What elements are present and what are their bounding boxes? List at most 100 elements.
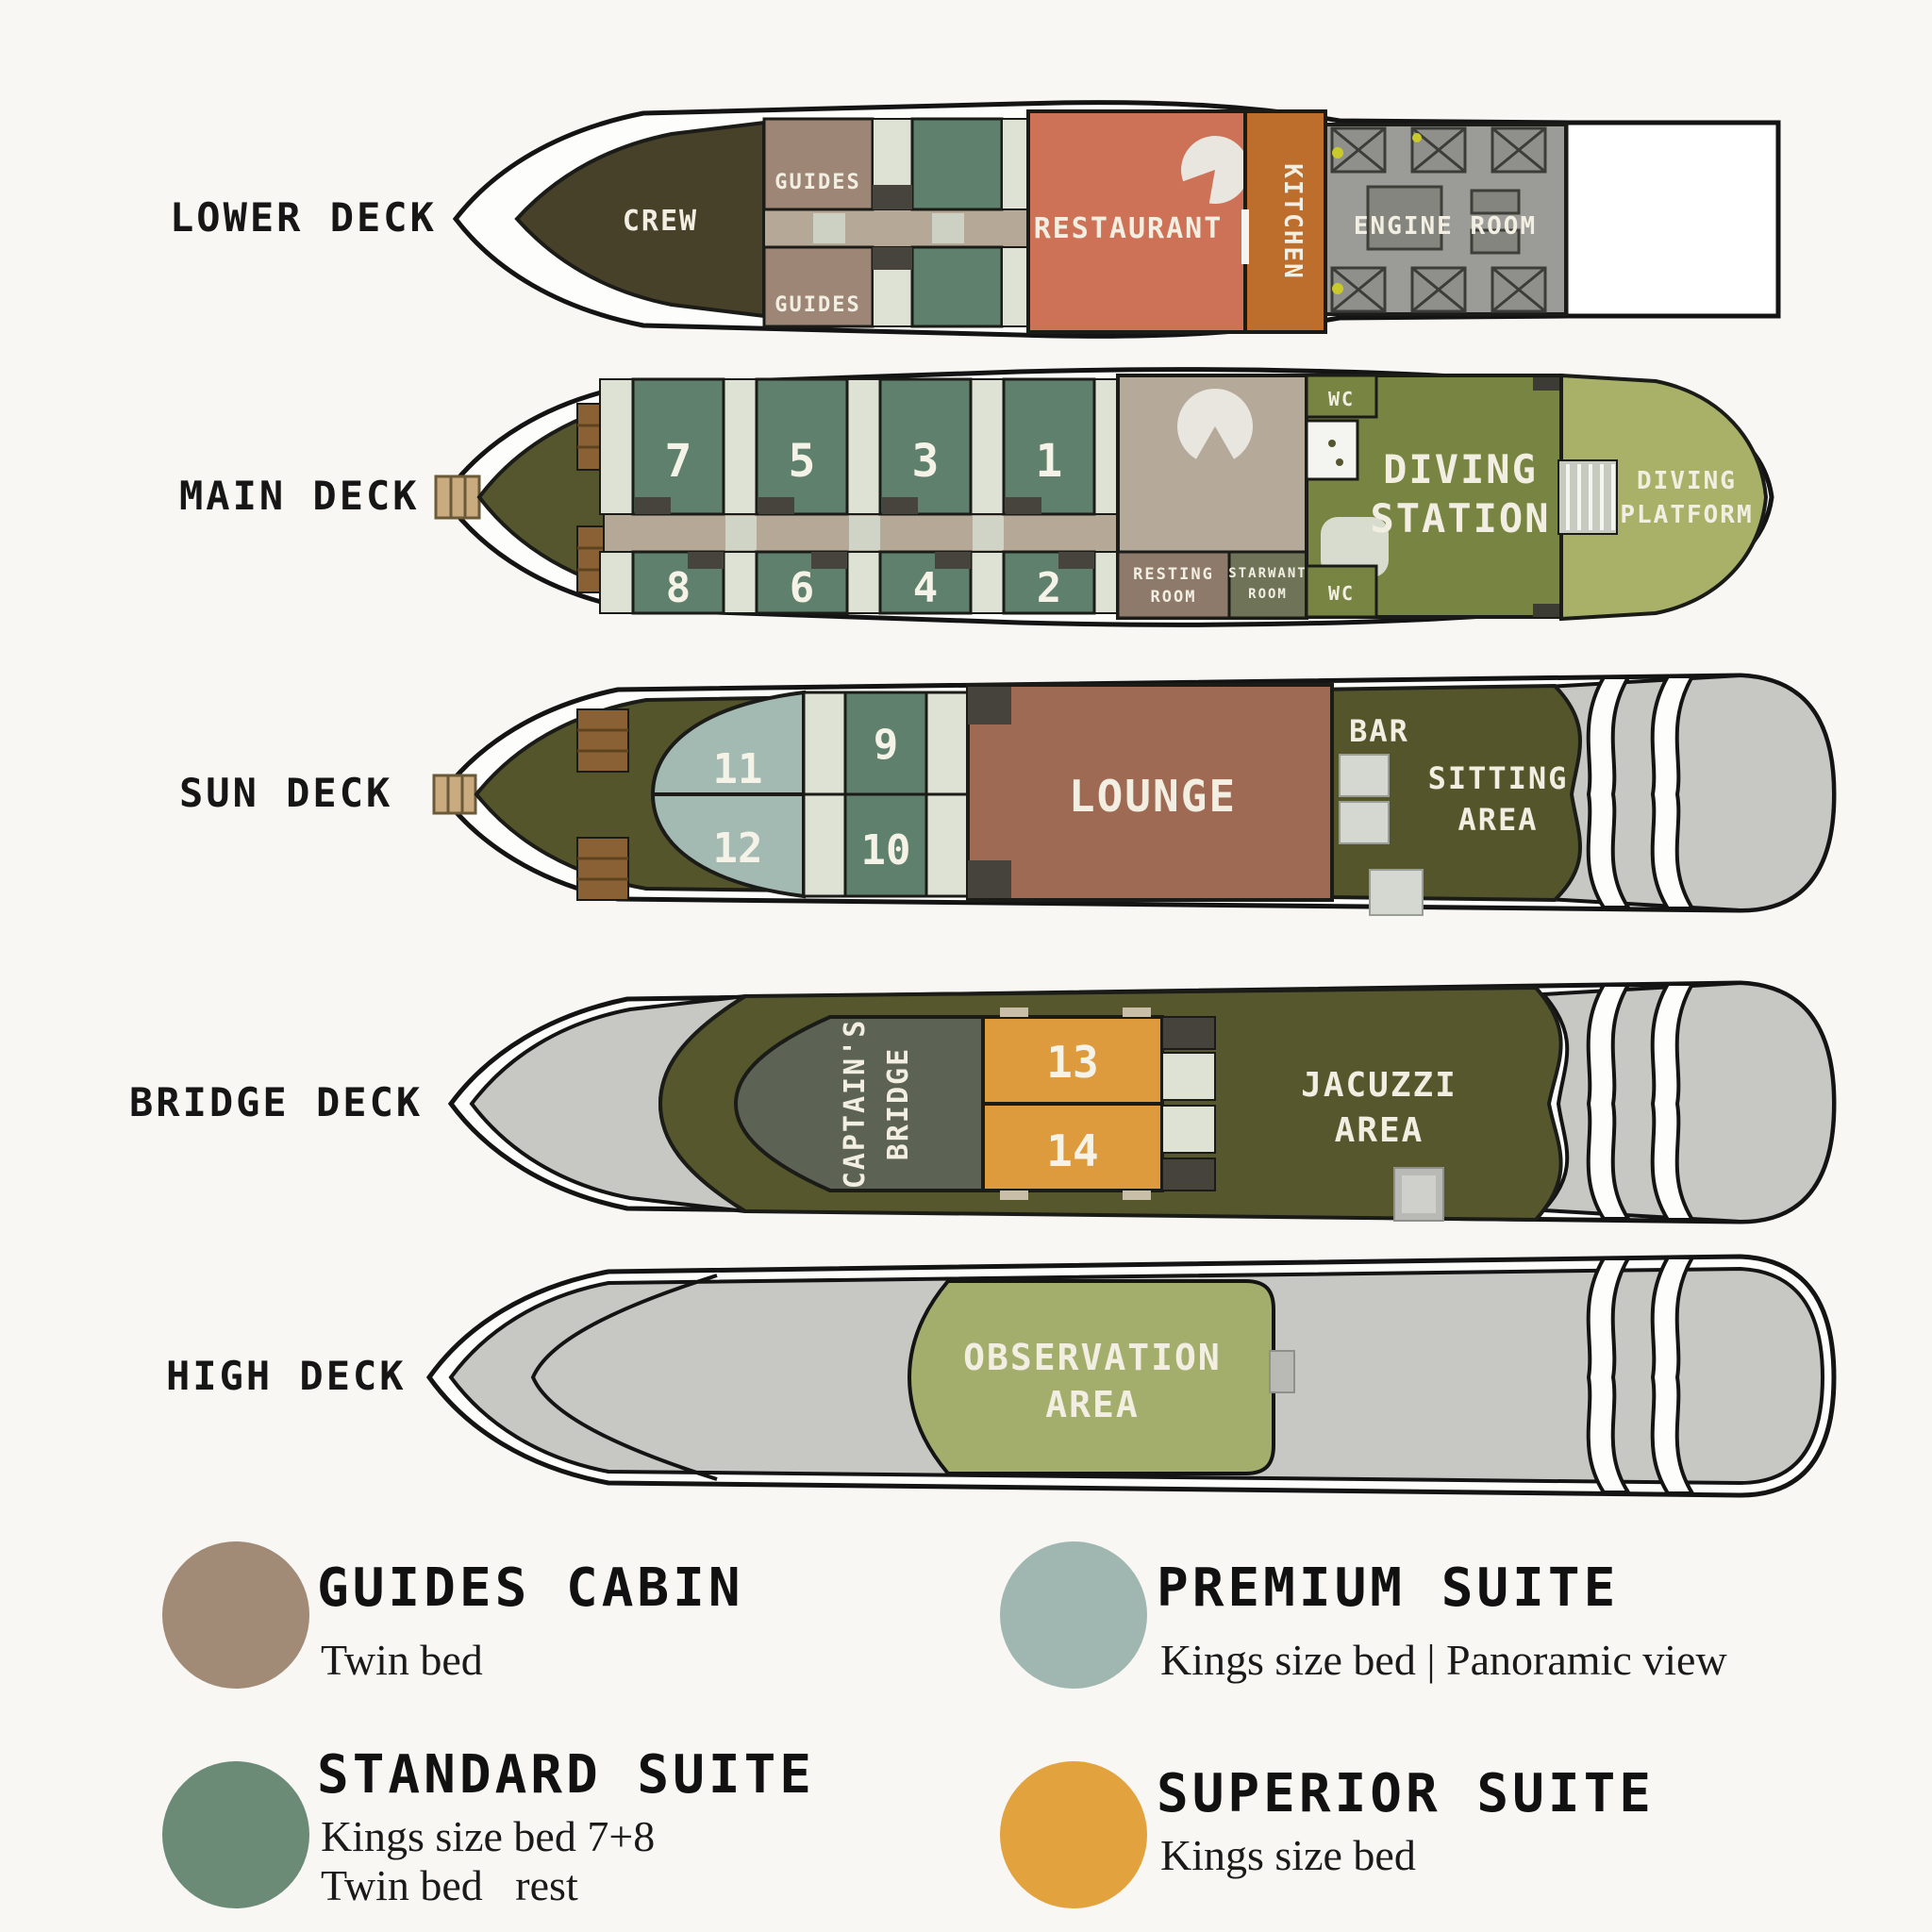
corridor-cell [973,516,1004,550]
stern-white-band [1650,982,1696,1222]
wood-plank [576,708,629,773]
legend-swatch-superior [1000,1761,1147,1908]
deck-label-high: HIGH DECK [166,1353,407,1399]
wall-block [1161,1158,1216,1191]
corridor [763,208,1029,248]
lounge-label: LOUNGE [1069,771,1237,822]
cabin-5-label: 5 [789,435,816,488]
bathroom-cell [1093,378,1119,515]
sink-dot [1328,440,1336,447]
sink-room [1305,419,1359,481]
bathroom-cell [599,378,634,515]
engine-light [1332,283,1343,294]
utility-room-label-1: STARWANT [1228,566,1307,581]
deck-tab [1000,1191,1028,1200]
wood-plank [576,837,629,901]
cabin-8-label: 8 [666,564,691,612]
bathroom-cell [1001,118,1029,210]
legend-superior-desc: Kings size bed [1160,1831,1416,1879]
wall-block [1006,497,1041,514]
bathroom-cell [970,551,1005,614]
wc-fore [1305,374,1378,419]
table-icon [1181,136,1250,205]
cabin-13 [981,1015,1164,1106]
gear-rack [1321,517,1389,577]
high-deck: HIGH DECK OBSERVATION AREA [166,1254,1837,1498]
legend-swatch-standard [162,1761,309,1908]
cabin-2-label: 2 [1037,564,1062,612]
diving-platform-area [1559,373,1769,622]
bathroom-cell [1161,1052,1216,1101]
engine-block [1366,185,1443,251]
cabin-block: 7 5 3 1 8 6 4 2 [599,377,1119,615]
legend-standard-desc-2: Twin bed rest [321,1861,578,1909]
crew-cabin-cell [910,117,1004,211]
wall-block [811,552,847,569]
legend-standard-desc-1: Kings size bed 7+8 [321,1812,655,1860]
crew-label: CREW [623,205,698,238]
deck-tab [1000,1008,1028,1017]
wall-block [935,552,971,569]
sitting-area-label-1: SITTING [1428,760,1569,796]
legend-swatch-guides [162,1541,309,1689]
legend-guides-name: GUIDES CABIN [317,1557,744,1619]
restaurant-label: RESTAURANT [1034,212,1224,245]
utility-room-label-2: ROOM [1248,587,1288,602]
cabin-1-label: 1 [1036,435,1063,488]
legend-guides-desc: Twin bed [321,1636,483,1684]
lower-deck: LOWER DECK CREW GUIDES GUIDES RESTAURANT… [170,100,1781,339]
cabin-11-label: 11 [713,745,763,793]
bow-ladder [432,774,477,815]
guides-aft-label: GUIDES [774,293,860,317]
stern-white-band [1586,675,1632,909]
sitting-area-label-2: AREA [1457,802,1538,838]
main-deck: MAIN DECK [179,367,1774,627]
cabin-1 [1002,377,1096,516]
legend-standard-name: STANDARD SUITE [317,1744,815,1806]
captains-bridge-area [733,1015,985,1192]
cabin-14-label: 14 [1046,1125,1098,1176]
corridor-cell [813,213,845,243]
stairs [1557,459,1618,535]
bar-table [1339,754,1390,797]
observation-area [907,1279,1275,1475]
legend-premium-name: PREMIUM SUITE [1157,1557,1619,1619]
bathroom-cell [723,378,758,515]
diving-platform-label-1: DIVING [1637,467,1737,495]
bar-table [1369,869,1424,916]
deck-tab [1123,1191,1151,1200]
bathroom-cell [846,378,881,515]
deck-label-sun: SUN DECK [179,770,392,816]
jacuzzi-area-label-2: AREA [1335,1111,1424,1150]
captains-bridge-label-2: BRIDGE [882,1047,915,1160]
sun-deck: SUN DECK 11 12 9 10 [179,673,1837,916]
engine-crates [1330,126,1547,313]
wall-block [873,247,912,270]
cabin-3 [878,377,973,516]
cabin-9-label: 9 [874,721,899,769]
lower-deck-stern-void [1563,120,1781,319]
legend-superior-name: SUPERIOR SUITE [1157,1763,1655,1824]
wc-fore-label: WC [1328,388,1355,410]
cabin-7-label: 7 [665,435,692,488]
observation-area-label-2: AREA [1045,1384,1140,1425]
deck-hatch [1269,1350,1295,1393]
wall-block [635,497,671,514]
resting-room-label-2: ROOM [1151,588,1197,607]
wall-block [758,497,794,514]
wall-block [968,860,1011,898]
sink-dot [1336,458,1343,466]
wall-block [873,185,912,209]
deck-label-lower: LOWER DECK [170,194,437,241]
lounge-area [966,683,1334,902]
jacuzzi-tub-inner [1402,1175,1436,1213]
cabin-14 [981,1102,1164,1192]
diving-station-label-1: DIVING [1383,446,1538,492]
bathroom-cell [1093,551,1119,614]
jacuzzi-area-label-1: JACUZZI [1301,1066,1457,1105]
cabin-9 [843,691,928,796]
legend-swatch-premium [1000,1541,1147,1689]
diving-platform-label-2: PLATFORM [1620,501,1753,529]
